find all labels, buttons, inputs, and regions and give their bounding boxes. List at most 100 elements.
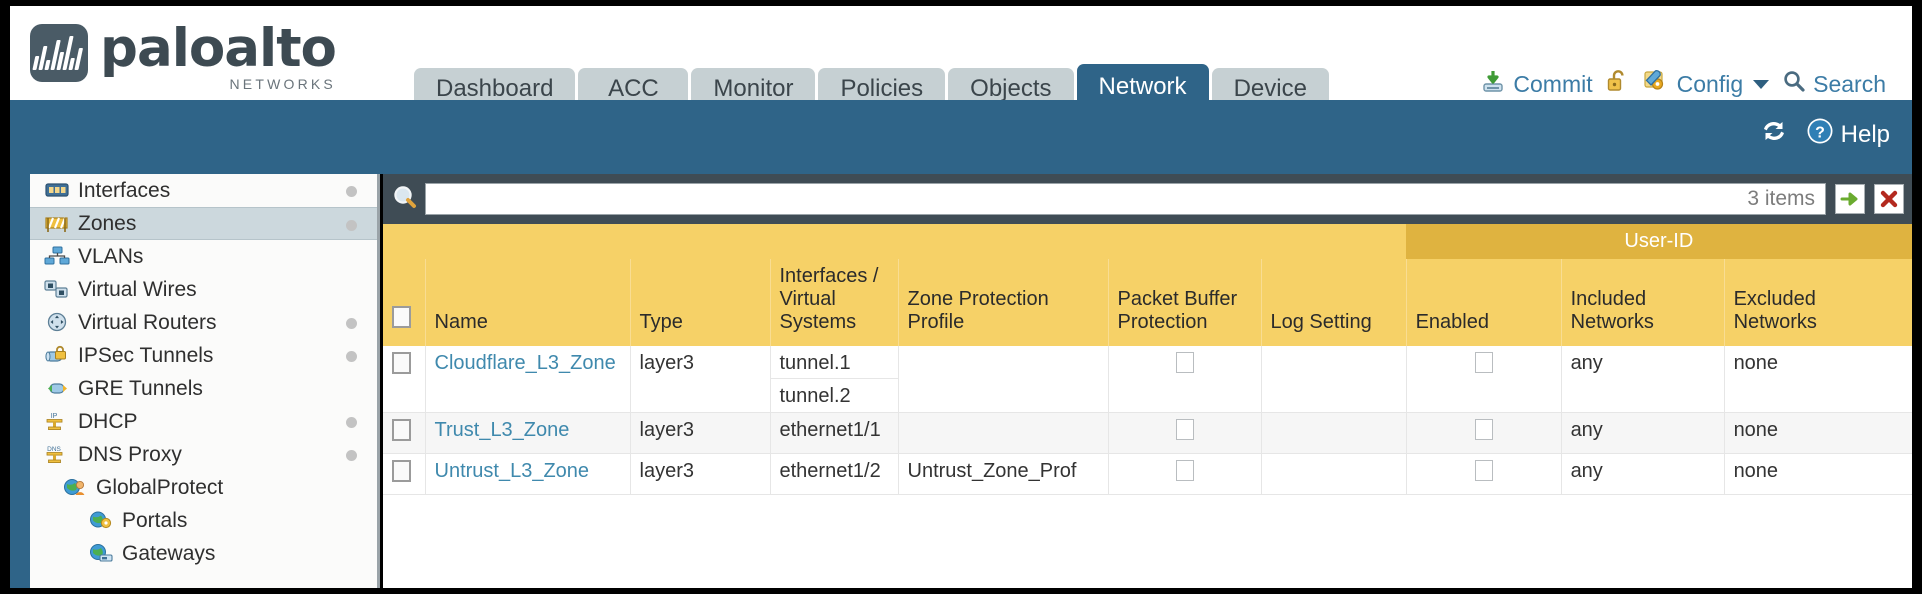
col-header-included-networks[interactable]: Included Networks [1561, 259, 1725, 346]
item-count-label: 3 items [1747, 187, 1815, 210]
sidebar-item-label: Virtual Wires [78, 277, 197, 301]
cell-userid-enabled [1406, 453, 1562, 495]
cell-interfaces: ethernet1/1 [770, 412, 899, 454]
userid-enabled-checkbox[interactable] [1474, 460, 1493, 481]
col-header-name[interactable]: Name [425, 259, 631, 346]
sidebar-item-globalprotect[interactable]: GlobalProtect [30, 471, 377, 504]
help-label: Help [1840, 120, 1890, 148]
zones-table-container: User-ID Name Type Interfaces / Virtual S… [383, 224, 1912, 588]
paloalto-logo-mark-icon [30, 24, 88, 82]
cell-zone-protection-profile [898, 346, 1109, 413]
row-checkbox[interactable] [392, 460, 411, 482]
col-header-userid-enabled[interactable]: Enabled [1406, 259, 1562, 346]
sidebar-item-dns-proxy[interactable]: DNS DNS Proxy [30, 438, 377, 471]
col-header-log-setting[interactable]: Log Setting [1261, 259, 1407, 346]
apply-filter-button[interactable] [1835, 184, 1865, 214]
userid-enabled-checkbox[interactable] [1474, 352, 1493, 373]
sub-header-band: ? Help [10, 100, 1912, 174]
sidebar-item-virtual-routers[interactable]: Virtual Routers [30, 306, 377, 339]
refresh-icon[interactable] [1759, 117, 1789, 152]
cell-excluded-networks: none [1724, 412, 1912, 454]
col-header-interfaces[interactable]: Interfaces / Virtual Systems [770, 259, 899, 346]
help-button[interactable]: ? Help [1805, 116, 1890, 153]
dhcp-icon: IP [44, 411, 70, 433]
filter-search-icon[interactable] [391, 183, 419, 216]
sidebar-item-dhcp[interactable]: IP DHCP [30, 405, 377, 438]
cell-included-networks: any [1561, 453, 1725, 495]
packet-buffer-protection-checkbox[interactable] [1175, 419, 1194, 440]
cell-type: layer3 [630, 453, 771, 495]
config-label: Config [1676, 70, 1744, 97]
sidebar-item-gateways[interactable]: Gateways [30, 537, 377, 570]
search-button[interactable]: Search [1782, 69, 1886, 99]
cell-excluded-networks: none [1724, 346, 1912, 413]
sidebar-item-interfaces[interactable]: Interfaces [30, 174, 377, 207]
config-wrench-icon [1643, 68, 1670, 100]
row-checkbox[interactable] [392, 419, 411, 441]
col-header-excluded-networks[interactable]: Excluded Networks [1724, 259, 1912, 346]
interfaces-icon [44, 180, 70, 202]
cell-userid-enabled [1406, 412, 1562, 454]
help-icon: ? [1805, 116, 1835, 153]
search-icon [1782, 69, 1806, 99]
table-row[interactable]: Cloudflare_L3_Zone layer3 tunnel.1 tunne… [383, 346, 1912, 413]
virtual-routers-icon [44, 312, 70, 334]
select-all-header [383, 259, 426, 346]
cell-zone-protection-profile: Untrust_Zone_Prof [898, 453, 1109, 495]
dns-proxy-icon: DNS [44, 444, 70, 466]
commit-icon [1480, 68, 1506, 100]
userid-enabled-checkbox[interactable] [1474, 419, 1493, 440]
cell-interfaces: tunnel.1 tunnel.2 [770, 346, 899, 413]
cell-excluded-networks: none [1724, 453, 1912, 495]
sidebar-item-label: DHCP [78, 409, 138, 433]
main-content-panel: 3 items [383, 174, 1912, 588]
cell-included-networks: any [1561, 412, 1725, 454]
svg-text:?: ? [1815, 125, 1825, 142]
status-dot [346, 220, 357, 231]
sidebar-item-portals[interactable]: Portals [30, 504, 377, 537]
table-row[interactable]: Trust_L3_Zone layer3 ethernet1/1 any non… [383, 412, 1912, 454]
col-header-type[interactable]: Type [630, 259, 771, 346]
sidebar-item-label: GlobalProtect [96, 475, 224, 499]
sidebar-item-label: Interfaces [78, 178, 171, 202]
sidebar-item-virtual-wires[interactable]: Virtual Wires [30, 273, 377, 306]
table-group-header-row: User-ID [383, 224, 1912, 259]
svg-text:IP: IP [51, 413, 58, 420]
header-toolbar: Commit Config [1480, 68, 1886, 100]
packet-buffer-protection-checkbox[interactable] [1175, 460, 1194, 481]
sidebar-item-zones[interactable]: Zones [30, 207, 377, 240]
cell-type: layer3 [630, 412, 771, 454]
status-dot [346, 318, 357, 329]
packet-buffer-protection-checkbox[interactable] [1175, 352, 1194, 373]
status-dot [346, 450, 357, 461]
sidebar-item-label: IPSec Tunnels [78, 343, 214, 367]
zone-name-link[interactable]: Cloudflare_L3_Zone [434, 352, 616, 374]
search-input[interactable]: 3 items [425, 183, 1826, 215]
globalprotect-icon [62, 477, 88, 499]
zone-name-link[interactable]: Trust_L3_Zone [434, 419, 570, 441]
cell-included-networks: any [1561, 346, 1725, 413]
config-menu[interactable]: Config [1643, 68, 1770, 100]
unlock-padlock-icon[interactable] [1606, 68, 1630, 100]
clear-filter-button[interactable] [1874, 184, 1904, 214]
main-tab-bar: Dashboard ACC Monitor Policies Objects N… [414, 64, 1329, 110]
paloalto-logo[interactable]: paloalto NETWORKS [30, 22, 337, 92]
interface-entry: tunnel.2 [779, 385, 851, 407]
commit-button[interactable]: Commit [1480, 68, 1593, 100]
sidebar-item-label: Gateways [122, 541, 216, 565]
col-header-zone-protection-profile[interactable]: Zone Protection Profile [898, 259, 1109, 346]
row-checkbox[interactable] [392, 352, 411, 374]
sidebar-item-vlans[interactable]: VLANs [30, 240, 377, 273]
sidebar-item-label: DNS Proxy [78, 442, 182, 466]
cell-log-setting [1261, 346, 1407, 413]
table-row[interactable]: Untrust_L3_Zone layer3 ethernet1/2 Untru… [383, 453, 1912, 495]
zone-name-link[interactable]: Untrust_L3_Zone [434, 460, 590, 482]
sidebar-item-gre-tunnels[interactable]: GRE Tunnels [30, 372, 377, 405]
top-header: paloalto NETWORKS Dashboard ACC Monitor … [10, 6, 1912, 110]
col-header-packet-buffer-protection[interactable]: Packet Buffer Protection [1108, 259, 1262, 346]
status-dot [346, 186, 357, 197]
cell-type: layer3 [630, 346, 771, 413]
select-all-checkbox[interactable] [392, 306, 411, 328]
sidebar-item-ipsec-tunnels[interactable]: IPSec Tunnels [30, 339, 377, 372]
